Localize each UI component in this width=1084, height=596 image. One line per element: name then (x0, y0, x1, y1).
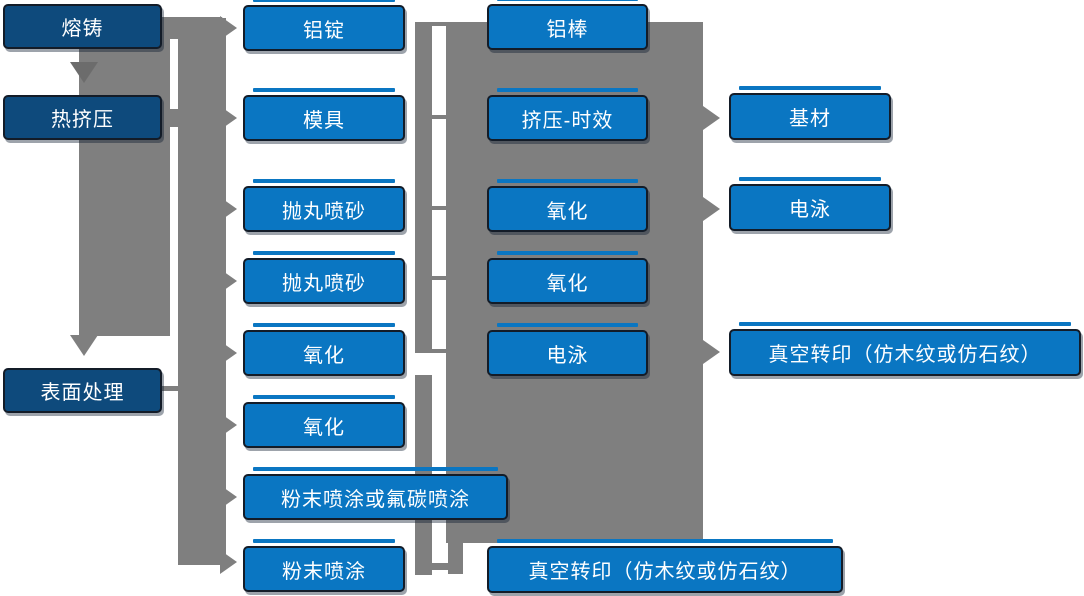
node-powder-coating: 粉末喷涂 (243, 539, 405, 592)
arrow-extrusion-to-surface-icon (70, 335, 98, 356)
tick-blasting1-oxidation (432, 206, 446, 210)
node-powder-or-fluorocarbon-coating: 粉末喷涂或氟碳喷涂 (243, 467, 508, 520)
node-oxidation-2: 氧化 (243, 395, 405, 448)
arrow-to-electrophoresis-icon (703, 197, 720, 221)
connector-main-vertical-band (178, 18, 226, 565)
connector-melt-to-ingot (160, 17, 222, 39)
node-electrophoresis-1: 电泳 (487, 323, 648, 376)
connector-extrusion-to-mold (160, 109, 222, 127)
node-melting-casting: 熔铸 (3, 4, 162, 49)
arrow-to-oxidation-1-icon (220, 341, 237, 365)
node-oxidation-1: 氧化 (243, 323, 405, 376)
connector-surface-link (160, 386, 178, 391)
arrow-to-aluminum-ingot-icon (220, 16, 237, 40)
arrow-to-vacuum-transfer-icon (703, 340, 720, 364)
node-aluminum-rod: 铝棒 (487, 0, 648, 50)
node-oxidation-4: 氧化 (487, 251, 648, 304)
node-oxidation-3: 氧化 (487, 179, 648, 232)
node-electrophoresis-2: 电泳 (729, 177, 891, 231)
node-surface-treatment: 表面处理 (3, 368, 162, 413)
node-shot-blasting-2: 抛丸喷砂 (243, 251, 405, 304)
arrow-melt-to-extrusion-icon (70, 62, 98, 83)
tick-powder-to-vacuum (432, 563, 448, 570)
arrow-to-shot-blasting-2-icon (220, 269, 237, 293)
node-mold: 模具 (243, 88, 405, 141)
tick-blasting2-oxidation (432, 276, 446, 280)
tick-ingot-rod (432, 22, 446, 26)
tick-oxidation-electrophoresis (432, 349, 446, 353)
node-substrate: 基材 (729, 86, 891, 140)
arrow-to-substrate-icon (703, 106, 720, 130)
arrow-to-powder-coating-icon (220, 550, 237, 574)
arrow-to-mold-icon (220, 106, 237, 130)
node-shot-blasting-1: 抛丸喷砂 (243, 179, 405, 232)
arrow-to-shot-blasting-1-icon (220, 197, 237, 221)
node-vacuum-transfer-print-right: 真空转印（仿木纹或仿石纹） (729, 322, 1081, 376)
node-extrusion-aging: 挤压-时效 (487, 88, 648, 141)
node-vacuum-transfer-print-bottom: 真空转印（仿木纹或仿石纹） (487, 539, 843, 593)
arrow-to-oxidation-2-icon (220, 413, 237, 437)
node-aluminum-ingot: 铝锭 (243, 0, 405, 51)
connector-bottom-stub (448, 543, 463, 574)
arrow-to-powder-fluorocarbon-icon (220, 485, 237, 509)
connector-mid-band-upper (415, 22, 432, 353)
node-hot-extrusion: 热挤压 (3, 95, 162, 140)
tick-mold-extrusion (432, 115, 446, 119)
